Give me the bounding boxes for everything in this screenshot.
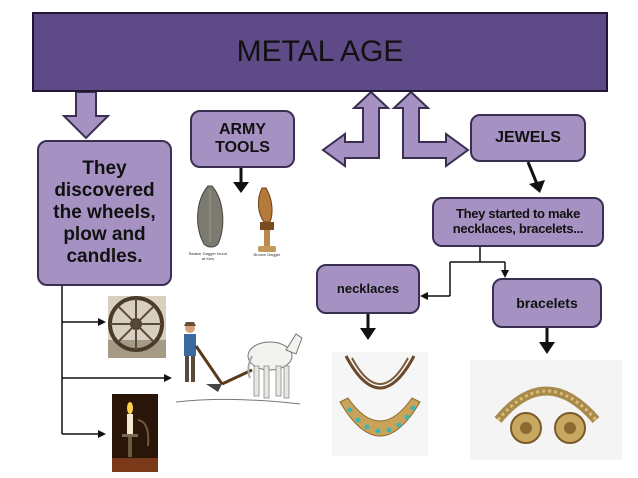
candle-image [112, 394, 158, 472]
discoveries-text: They discovered the wheels, plow and can… [53, 158, 156, 267]
plow-image [172, 320, 304, 414]
beaker-dagger-caption: Beaker Dagger found at Kew [188, 251, 228, 261]
started-making-text: They started to make necklaces, bracelet… [452, 206, 584, 236]
beaker-dagger-image [197, 185, 224, 248]
bronze-dagger-image [257, 187, 276, 252]
discoveries-box: They discovered the wheels, plow and can… [37, 140, 172, 286]
jewels-text: JEWELS [495, 128, 561, 146]
jewels-box: JEWELS [470, 114, 586, 162]
army-tools-box: ARMY TOOLS [190, 110, 295, 168]
block-arrow-army [321, 90, 391, 168]
necklaces-text: necklaces [336, 280, 400, 296]
necklaces-box: necklaces [316, 264, 420, 314]
block-arrow-down [61, 91, 111, 140]
bracelet-image [470, 360, 622, 460]
title-box: METAL AGE [32, 12, 608, 92]
block-arrow-jewels [391, 90, 470, 168]
bronze-dagger-caption: Bronze Dagger [253, 252, 281, 257]
wheel-image [108, 296, 166, 358]
bracelets-text: bracelets [516, 294, 578, 311]
bracelets-box: bracelets [492, 278, 602, 328]
necklace-image [332, 352, 428, 456]
army-tools-text: ARMY TOOLS [215, 120, 270, 156]
title-text: METAL AGE [236, 34, 404, 68]
started-making-box: They started to make necklaces, bracelet… [432, 197, 604, 247]
